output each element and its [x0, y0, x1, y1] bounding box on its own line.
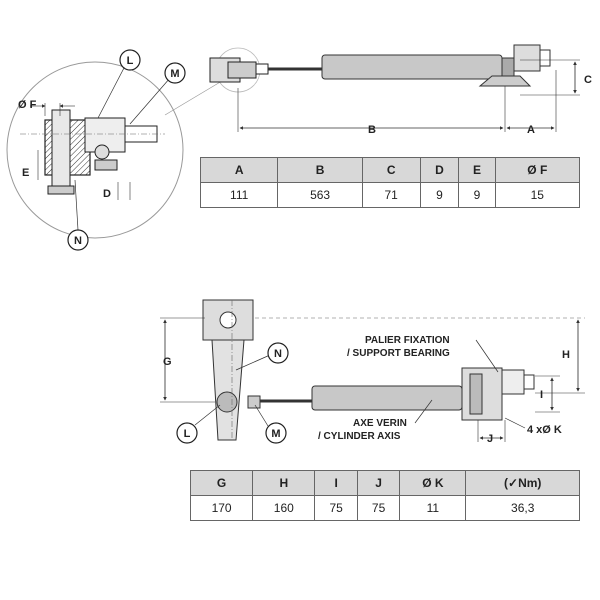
table1-header: A: [199, 157, 279, 183]
lower-lever-assembly: [202, 299, 312, 441]
detail-view: [6, 61, 184, 239]
lower-cylinder-assembly: [311, 367, 535, 421]
upper-cylinder-assembly: [209, 44, 551, 93]
dim-label-j: J: [487, 433, 493, 445]
table1-cell: 9: [419, 182, 460, 208]
table1-cell: 111: [199, 182, 279, 208]
table1-cell: 71: [361, 182, 421, 208]
dim-label-b: B: [368, 124, 376, 136]
dim-label-c: C: [584, 74, 592, 86]
table1-header: E: [458, 157, 496, 183]
table2-header: J: [356, 470, 401, 496]
dimensions-table-2: G H I J Ø K (✓Nm) 170 160 75 75 11 36,3: [189, 470, 580, 521]
table2-header-row: G H I J Ø K (✓Nm): [189, 470, 580, 496]
callout-n-lower: N: [267, 342, 289, 364]
svg-text:M: M: [271, 428, 280, 440]
table1-header: C: [361, 157, 421, 183]
table1-header: Ø F: [494, 157, 581, 183]
note-support-line2: / SUPPORT BEARING: [347, 348, 450, 359]
table2-cell: 170: [189, 495, 254, 521]
svg-text:L: L: [127, 55, 134, 67]
table2-cell: 160: [252, 495, 316, 521]
table2-cell: 36,3: [465, 495, 580, 521]
callout-n-upper: N: [67, 229, 89, 251]
note-axis-line1: AXE VERIN: [353, 418, 407, 429]
dimensions-table-1: A B C D E Ø F 111 563 71 9 9 15: [199, 157, 581, 208]
dim-label-k: 4 xØ K: [527, 424, 562, 436]
table1-cell: 15: [494, 182, 581, 208]
note-axis-line2: / CYLINDER AXIS: [318, 431, 401, 442]
table2-header: I: [314, 470, 358, 496]
dim-label-d: D: [103, 188, 111, 200]
table1-cell: 9: [458, 182, 496, 208]
svg-text:N: N: [274, 348, 282, 360]
svg-text:N: N: [74, 235, 82, 247]
dim-label-h: H: [562, 349, 570, 361]
dim-label-g: G: [163, 356, 172, 368]
dim-label-a: A: [527, 124, 535, 136]
table1-cell: 563: [277, 182, 363, 208]
table2-value-row: 170 160 75 75 11 36,3: [189, 495, 580, 521]
svg-text:M: M: [170, 68, 179, 80]
table2-header: Ø K: [399, 470, 467, 496]
table1-header: B: [277, 157, 363, 183]
callout-m-upper: M: [164, 62, 186, 84]
callout-l-lower: L: [176, 422, 198, 444]
table2-header: H: [252, 470, 316, 496]
table2-cell: 75: [314, 495, 358, 521]
dim-label-e: E: [22, 167, 29, 179]
table1-header: D: [419, 157, 460, 183]
table1-value-row: 111 563 71 9 9 15: [199, 182, 581, 208]
callout-l-upper: L: [119, 49, 141, 71]
callout-m-lower: M: [265, 422, 287, 444]
table1-header-row: A B C D E Ø F: [199, 157, 581, 183]
svg-text:L: L: [184, 428, 191, 440]
dim-label-f: Ø F: [18, 99, 37, 111]
dim-label-i: I: [540, 389, 543, 401]
table2-cell: 11: [399, 495, 467, 521]
table2-cell: 75: [356, 495, 401, 521]
note-support-line1: PALIER FIXATION: [365, 335, 450, 346]
table2-header: G: [189, 470, 254, 496]
table2-header: (✓Nm): [465, 470, 580, 496]
